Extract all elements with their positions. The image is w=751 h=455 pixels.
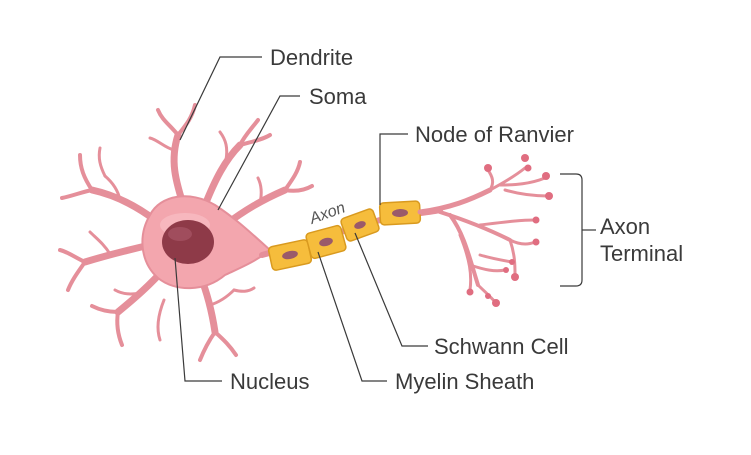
label-schwann-cell: Schwann Cell xyxy=(434,334,569,359)
leader-lines xyxy=(174,56,596,382)
dendrites xyxy=(58,103,314,362)
nucleus-shape xyxy=(162,220,214,264)
label-node-of-ranvier: Node of Ranvier xyxy=(415,122,574,147)
label-dendrite: Dendrite xyxy=(270,45,353,70)
label-axon-terminal-line1: Axon xyxy=(600,214,650,239)
label-axon-terminal-line2: Terminal xyxy=(600,241,683,266)
axon-terminal-branches xyxy=(417,166,550,304)
label-nucleus: Nucleus xyxy=(230,369,309,394)
label-soma: Soma xyxy=(309,84,367,109)
terminal-buttons xyxy=(466,154,553,307)
myelin-sheath-segments xyxy=(267,200,422,271)
label-myelin-sheath: Myelin Sheath xyxy=(395,369,534,394)
nucleus-highlight xyxy=(168,227,192,241)
